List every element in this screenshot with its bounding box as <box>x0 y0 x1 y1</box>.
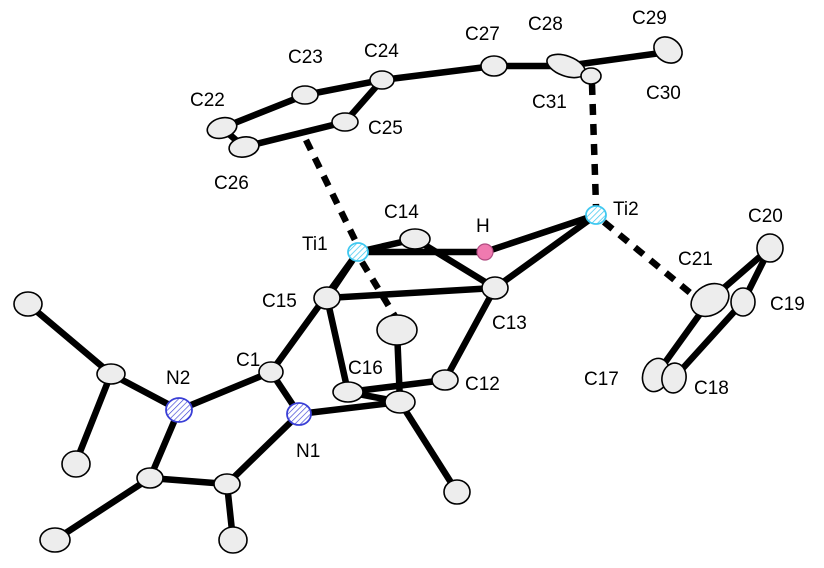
label-c17: C17 <box>584 369 619 390</box>
bond-c15-c13 <box>323 284 499 302</box>
atom-c16 <box>332 381 364 403</box>
atoms <box>13 36 784 554</box>
atom-c23 <box>291 85 319 105</box>
atom-c20 <box>756 233 784 263</box>
dashed-bond-ti2-c28 <box>588 83 600 207</box>
bond-c-n1 <box>223 410 303 488</box>
bond-ring-methyl <box>396 398 461 496</box>
label-c28: C28 <box>528 14 563 35</box>
label-c13: C13 <box>492 313 527 334</box>
label-n1: N1 <box>296 441 320 462</box>
atom-c-methyl-right <box>218 526 248 554</box>
atom-c13 <box>481 276 509 300</box>
atom-c19 <box>730 287 756 317</box>
bond-c24-c27 <box>378 62 498 84</box>
atom-c12 <box>431 369 459 391</box>
bond-c25-c26 <box>240 118 349 151</box>
dashed-bond-ti1-c16 <box>359 260 399 320</box>
atom-c-ipr-me1 <box>13 291 43 317</box>
dashed-bond-ti1-cp <box>303 138 360 246</box>
bond-ipr-me1 <box>24 300 115 378</box>
label-c20: C20 <box>748 206 783 227</box>
bond-h-ti2 <box>481 211 600 256</box>
label-h: H <box>476 216 490 237</box>
atom-c27 <box>480 55 508 77</box>
atom-c22 <box>206 116 238 140</box>
label-c26: C26 <box>214 173 249 194</box>
atom-h <box>476 243 494 261</box>
label-c23: C23 <box>288 47 323 68</box>
atom-c1 <box>258 361 284 383</box>
atom-c15 <box>313 286 341 310</box>
atom-c-ipr-me2 <box>61 450 91 478</box>
bond-c-methyl1 <box>51 474 154 544</box>
label-c16: C16 <box>348 358 383 379</box>
label-ti1: Ti1 <box>302 234 328 255</box>
atom-c-methyl-left <box>39 527 71 553</box>
label-c30: C30 <box>646 83 681 104</box>
label-c18: C18 <box>694 378 729 399</box>
label-n2: N2 <box>166 368 190 389</box>
label-c21: C21 <box>678 249 713 270</box>
atom-c-imid-left <box>136 467 164 489</box>
atom-c18 <box>661 362 687 394</box>
atom-label-group: C29 C28 C27 C24 C23 C22 C25 C26 C31 C30 … <box>166 8 805 462</box>
atom-c25 <box>331 112 359 132</box>
atom-n2 <box>165 397 193 423</box>
bond-c1-n2 <box>175 368 275 414</box>
atom-c14 <box>399 228 431 250</box>
label-c14: C14 <box>384 202 419 223</box>
label-c15: C15 <box>262 291 297 312</box>
label-c1: C1 <box>236 350 260 371</box>
atom-c-imid-right <box>213 473 241 495</box>
bond-n1-ring <box>295 398 404 418</box>
atom-c16-top <box>376 314 418 346</box>
atom-c-ring <box>384 390 416 414</box>
label-c29: C29 <box>632 8 667 29</box>
label-c27: C27 <box>465 24 500 45</box>
bond-c28-c29 <box>562 48 672 70</box>
label-c24: C24 <box>364 41 399 62</box>
bond-c14-c13 <box>411 235 499 292</box>
bond-c19-c18 <box>670 298 747 382</box>
atom-ti2 <box>585 205 607 225</box>
label-c25: C25 <box>368 118 403 139</box>
atom-c31 <box>580 67 602 85</box>
bond-ti1-c1 <box>267 248 362 376</box>
bond-c13-c12 <box>441 284 499 384</box>
label-c19: C19 <box>770 294 805 315</box>
bond-c13-ti2 <box>491 211 600 292</box>
label-c22: C22 <box>190 90 225 111</box>
atom-ti1 <box>347 242 369 262</box>
bond-ipr-me2 <box>72 370 115 466</box>
atom-n1 <box>286 402 312 426</box>
atom-c21 <box>690 282 730 318</box>
label-ti2: Ti2 <box>613 199 639 220</box>
atom-c24 <box>369 70 395 90</box>
atom-c-ipr <box>96 363 126 385</box>
label-c31: C31 <box>532 92 567 113</box>
label-c12: C12 <box>465 374 500 395</box>
atom-c29 <box>653 36 683 64</box>
atom-c26 <box>228 136 260 158</box>
bond-c15-c16 <box>323 294 352 396</box>
atom-c-methyl-bottom <box>443 479 471 505</box>
